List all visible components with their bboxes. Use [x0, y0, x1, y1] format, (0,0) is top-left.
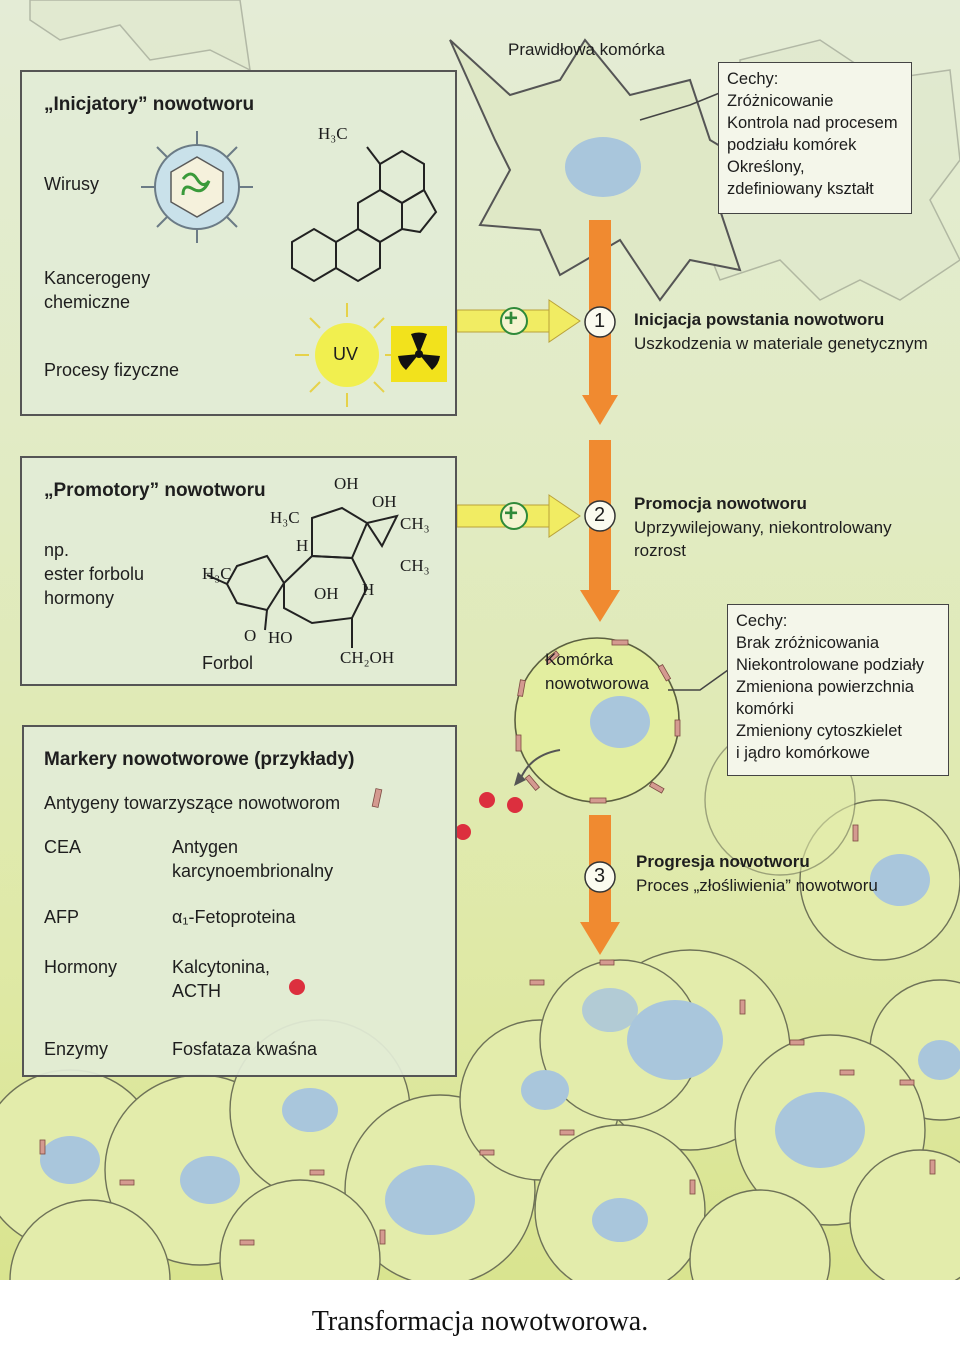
secreted-markers — [455, 792, 523, 840]
physical-processes-label: Procesy fizyczne — [44, 360, 180, 380]
marker-desc: Kalcytonina, — [172, 957, 271, 977]
normal-cell-features-box: Cechy: Zróżnicowanie Kontrola nad proces… — [718, 62, 912, 214]
diagram-graphics — [0, 0, 960, 1280]
markers-title: Markery nowotworowe (przykłady) — [44, 749, 355, 770]
virus-icon — [141, 131, 253, 243]
antigens-label: Antygeny towarzyszące nowotworom — [44, 793, 341, 813]
feature-item: Określony, — [727, 158, 805, 176]
normal-cell-nucleus — [565, 137, 641, 197]
promoters-title: „Promotory” nowotworu — [44, 480, 266, 501]
step-1-subtitle: Uszkodzenia w materiale genetycznym — [634, 334, 928, 353]
forbol-chem-label: CH₃ — [400, 556, 430, 575]
methyl-label: H₃C — [318, 124, 348, 143]
marker-desc: α₁-Fetoproteina — [172, 907, 296, 927]
forbol-chem-label: CH₂OH — [340, 648, 395, 667]
plus-circle-2 — [500, 502, 528, 530]
chemical-carcinogens-label-2: chemiczne — [44, 292, 131, 312]
forbol-label: Forbol — [202, 653, 254, 673]
step-circle-2 — [584, 500, 616, 532]
feature-item: Brak zróżnicowania — [736, 634, 880, 652]
forbol-chem-label: OH — [314, 584, 339, 603]
antigen-symbol-icon — [371, 788, 383, 808]
step-1-title: Inicjacja powstania nowotworu — [634, 310, 885, 329]
feature-item: komórki — [736, 700, 794, 718]
uv-label: UV — [333, 344, 359, 364]
feature-item: zdefiniowany kształt — [727, 180, 874, 198]
bottom-antigens — [39, 959, 936, 1246]
tumor-cell-features-box: Cechy: Brak zróżnicowania Niekontrolowan… — [727, 604, 949, 776]
callout-lines — [639, 91, 723, 121]
step-3-title: Progresja nowotworu — [636, 852, 810, 871]
initiators-title: „Inicjatory” nowotworu — [44, 94, 255, 115]
forbol-chem-label: OH — [334, 474, 359, 493]
diagram-figure: „Inicjatory” nowotworu Wirusy Kancerogen… — [0, 0, 960, 1280]
initiators-panel: „Inicjatory” nowotworu Wirusy Kancerogen… — [20, 70, 457, 416]
step-number-3: 3 — [594, 865, 606, 887]
promoters-example-3: hormony — [44, 588, 115, 608]
carcinogen-structure-icon — [291, 146, 438, 283]
step-2-subtitle-1: Uprzywilejowany, niekontrolowany — [634, 518, 892, 537]
radiation-icon — [391, 326, 447, 382]
step-number-2: 2 — [594, 504, 606, 526]
markers-graphics — [289, 788, 383, 995]
marker-name: Hormony — [44, 957, 118, 977]
figure-caption: Transformacja nowotworowa. — [311, 1306, 649, 1337]
plus-circle-1 — [500, 307, 528, 335]
step-3-subtitle: Proces „złośliwienia” nowotworu — [636, 876, 878, 895]
feature-item: Niekontrolowane podziały — [736, 656, 925, 674]
plus-sign-2: + — [504, 500, 519, 527]
hormone-marker-icon — [289, 979, 305, 995]
forbol-chem-label: CH₃ — [400, 514, 430, 533]
features-title: Cechy: — [727, 70, 779, 88]
tumor-cell-nucleus — [590, 696, 650, 748]
forbol-chem-label: HO — [268, 628, 293, 647]
uv-sun-icon — [295, 303, 399, 407]
forbol-structure-icon — [206, 506, 399, 648]
marker-name: Enzymy — [44, 1039, 109, 1059]
forbol-chem-label: H₃C — [270, 508, 300, 527]
marker-name: AFP — [44, 907, 80, 927]
chemical-carcinogens-label-1: Kancerogeny — [44, 268, 151, 288]
forbol-chem-label: OH — [372, 492, 397, 511]
marker-desc: ACTH — [172, 981, 221, 1001]
features-title: Cechy: — [736, 612, 788, 630]
tumor-cell-label-1: Komórka — [545, 650, 614, 669]
forbol-chem-label: H — [362, 580, 375, 599]
tumor-nuclei — [40, 854, 960, 1242]
viruses-label: Wirusy — [44, 174, 99, 194]
feature-item: Zmieniona powierzchnia — [736, 678, 914, 696]
forbol-chem-label: H — [296, 536, 309, 555]
plus-sign-1: + — [504, 305, 519, 332]
promoters-example-2: ester forbolu — [44, 564, 145, 584]
marker-desc: Antygen — [172, 837, 239, 857]
marker-desc: Fosfataza kwaśna — [172, 1039, 318, 1059]
step-circle-1 — [584, 306, 616, 338]
forbol-chem-label: H₃C — [202, 564, 232, 583]
tumor-antigens — [515, 639, 859, 842]
marker-name: CEA — [44, 837, 82, 857]
step-number-1: 1 — [594, 310, 606, 332]
feature-item: Zmieniony cytoszkielet — [736, 722, 902, 740]
markers-panel: Markery nowotworowe (przykłady) Antygeny… — [22, 725, 457, 1077]
feature-item: Zróżnicowanie — [727, 92, 834, 110]
step-2-title: Promocja nowotworu — [634, 494, 807, 513]
feature-item: podziału komórek — [727, 136, 857, 154]
promoters-example-1: np. — [44, 540, 70, 560]
step-circle-3 — [584, 861, 616, 893]
marker-desc: karcynoembrionalny — [172, 861, 334, 881]
normal-cell-label: Prawidłowa komórka — [508, 40, 665, 59]
forbol-chem-label: O — [244, 626, 257, 645]
feature-item: i jądro komórkowe — [736, 744, 870, 762]
promoters-panel: „Promotory” nowotworu np. ester forbolu … — [20, 456, 457, 686]
feature-item: Kontrola nad procesem — [727, 114, 898, 132]
step-2-subtitle-2: rozrost — [634, 541, 686, 560]
tumor-cell-label-2: nowotworowa — [545, 674, 649, 693]
initiators-graphics — [141, 131, 447, 407]
